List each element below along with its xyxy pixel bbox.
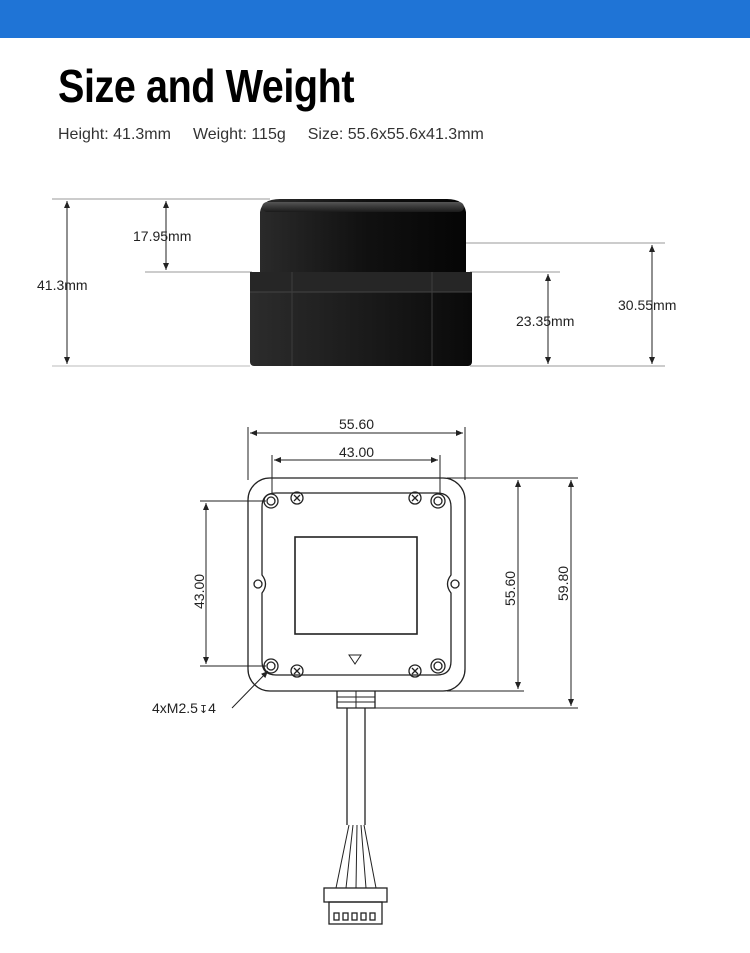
label-width-outer: 55.60 (339, 416, 374, 432)
hole-depth-text: 4 (208, 700, 216, 716)
label-height-total: 59.80 (555, 566, 571, 601)
spec-height: Height: 41.3mm (58, 126, 171, 143)
label-height-outer: 55.60 (502, 571, 518, 606)
label-total-height: 41.3mm (37, 277, 88, 293)
housing-outline (247, 477, 466, 692)
top-view (247, 477, 466, 925)
screw-tr (408, 491, 422, 505)
mounting-hole-tl (263, 493, 279, 509)
connector (323, 887, 388, 903)
header-bar (0, 0, 750, 38)
hole-leader (231, 670, 269, 709)
optical-window (294, 536, 418, 635)
label-hole-spec: 4xM2.5↧4 (152, 700, 216, 716)
side-view: 41.3mm 17.95mm 23.35mm 30.55mm (37, 198, 676, 367)
top-view-dimensions (200, 427, 578, 709)
sensor-base (250, 272, 472, 366)
spec-size: Size: 55.6x55.6x41.3mm (307, 126, 484, 143)
label-body-height: 30.55mm (618, 297, 676, 313)
spec-weight: Weight: 115g (192, 126, 286, 143)
hole-spec-text: 4xM2.5 (152, 700, 198, 716)
label-width-holes: 43.00 (339, 444, 374, 460)
mounting-hole-br (430, 658, 446, 674)
screw-br (408, 664, 422, 678)
spec-line: Height: 41.3mm Weight: 115g Size: 55.6x55.… (58, 126, 506, 144)
screw-bl (290, 664, 304, 678)
label-base-height: 23.35mm (516, 313, 574, 329)
orientation-triangle (348, 654, 362, 665)
label-top-height: 17.95mm (133, 228, 191, 244)
wires (335, 824, 377, 889)
mounting-hole-tr (430, 493, 446, 509)
plate-outline (261, 492, 452, 676)
label-height-holes: 43.00 (191, 574, 207, 609)
screw-tl (290, 491, 304, 505)
mounting-hole-bl (263, 658, 279, 674)
page-title: Size and Weight (58, 60, 355, 112)
sensor-cap (260, 199, 466, 272)
depth-symbol: ↧ (199, 704, 208, 716)
